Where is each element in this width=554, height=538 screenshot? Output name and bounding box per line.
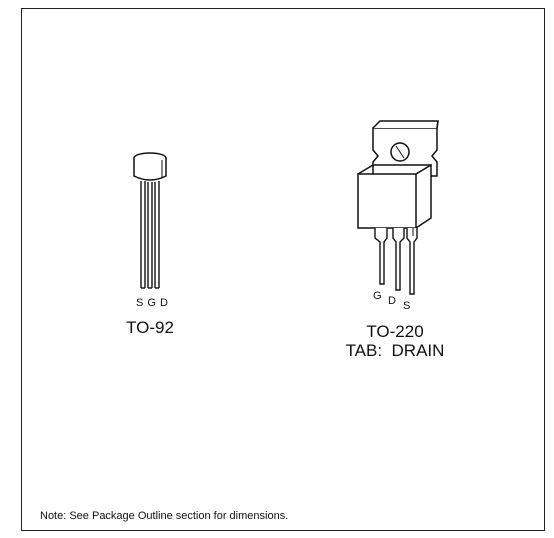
to220-pin-2-label: D <box>388 295 397 307</box>
to92-pin-3-label: D <box>160 297 169 309</box>
to92-package-name: TO-92 <box>126 318 174 337</box>
to220-package-name: TO-220 <box>366 322 424 341</box>
to220-tab-note: TAB: DRAIN <box>345 341 445 360</box>
to220-pin-1-label: G <box>373 290 383 302</box>
figure-frame <box>21 8 545 531</box>
to92-pin-labels: S G D <box>136 297 168 309</box>
footer-note: Note: See Package Outline section for di… <box>40 510 289 522</box>
to92-pin-2-label: G <box>147 297 157 309</box>
to92-pin-1-label: S <box>136 297 144 309</box>
to220-pin-3-label: S <box>403 300 411 312</box>
